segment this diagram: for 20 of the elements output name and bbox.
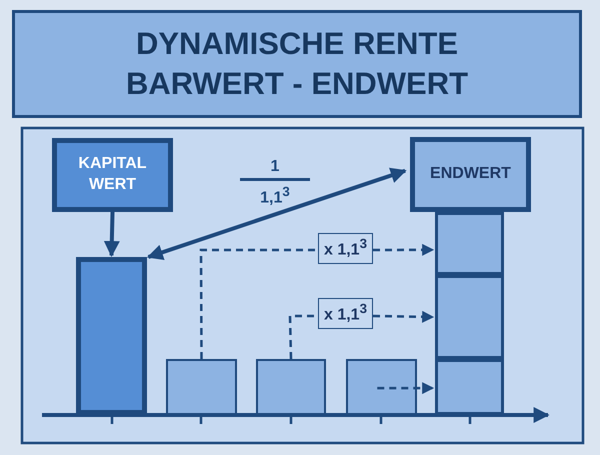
kapitalwert-bar — [76, 257, 147, 415]
payment-bar — [166, 359, 237, 415]
payment-bar — [256, 359, 326, 415]
box-label: ENDWERT — [430, 164, 511, 184]
arrow — [146, 168, 407, 260]
payment-bar — [346, 359, 417, 415]
box-label: x 1,1$^{3}$ — [324, 300, 367, 326]
arrow — [373, 244, 434, 256]
fraction-numerator: 1 — [270, 158, 280, 176]
endwert-segment — [435, 275, 504, 359]
box-label: KAPITAL WERT — [77, 154, 148, 195]
endwert-segment — [435, 359, 504, 415]
box-label: x 1,1$^{3}$ — [324, 235, 367, 261]
fraction-denominator: 1,1$^{3}$ — [260, 184, 290, 208]
connector-line — [200, 248, 318, 359]
endwert-segment — [435, 212, 504, 275]
arrow — [377, 382, 434, 394]
arrow — [104, 212, 120, 258]
title-text: DYNAMISCHE RENTE BARWERT - ENDWERT — [124, 24, 470, 103]
arrow — [372, 310, 434, 323]
